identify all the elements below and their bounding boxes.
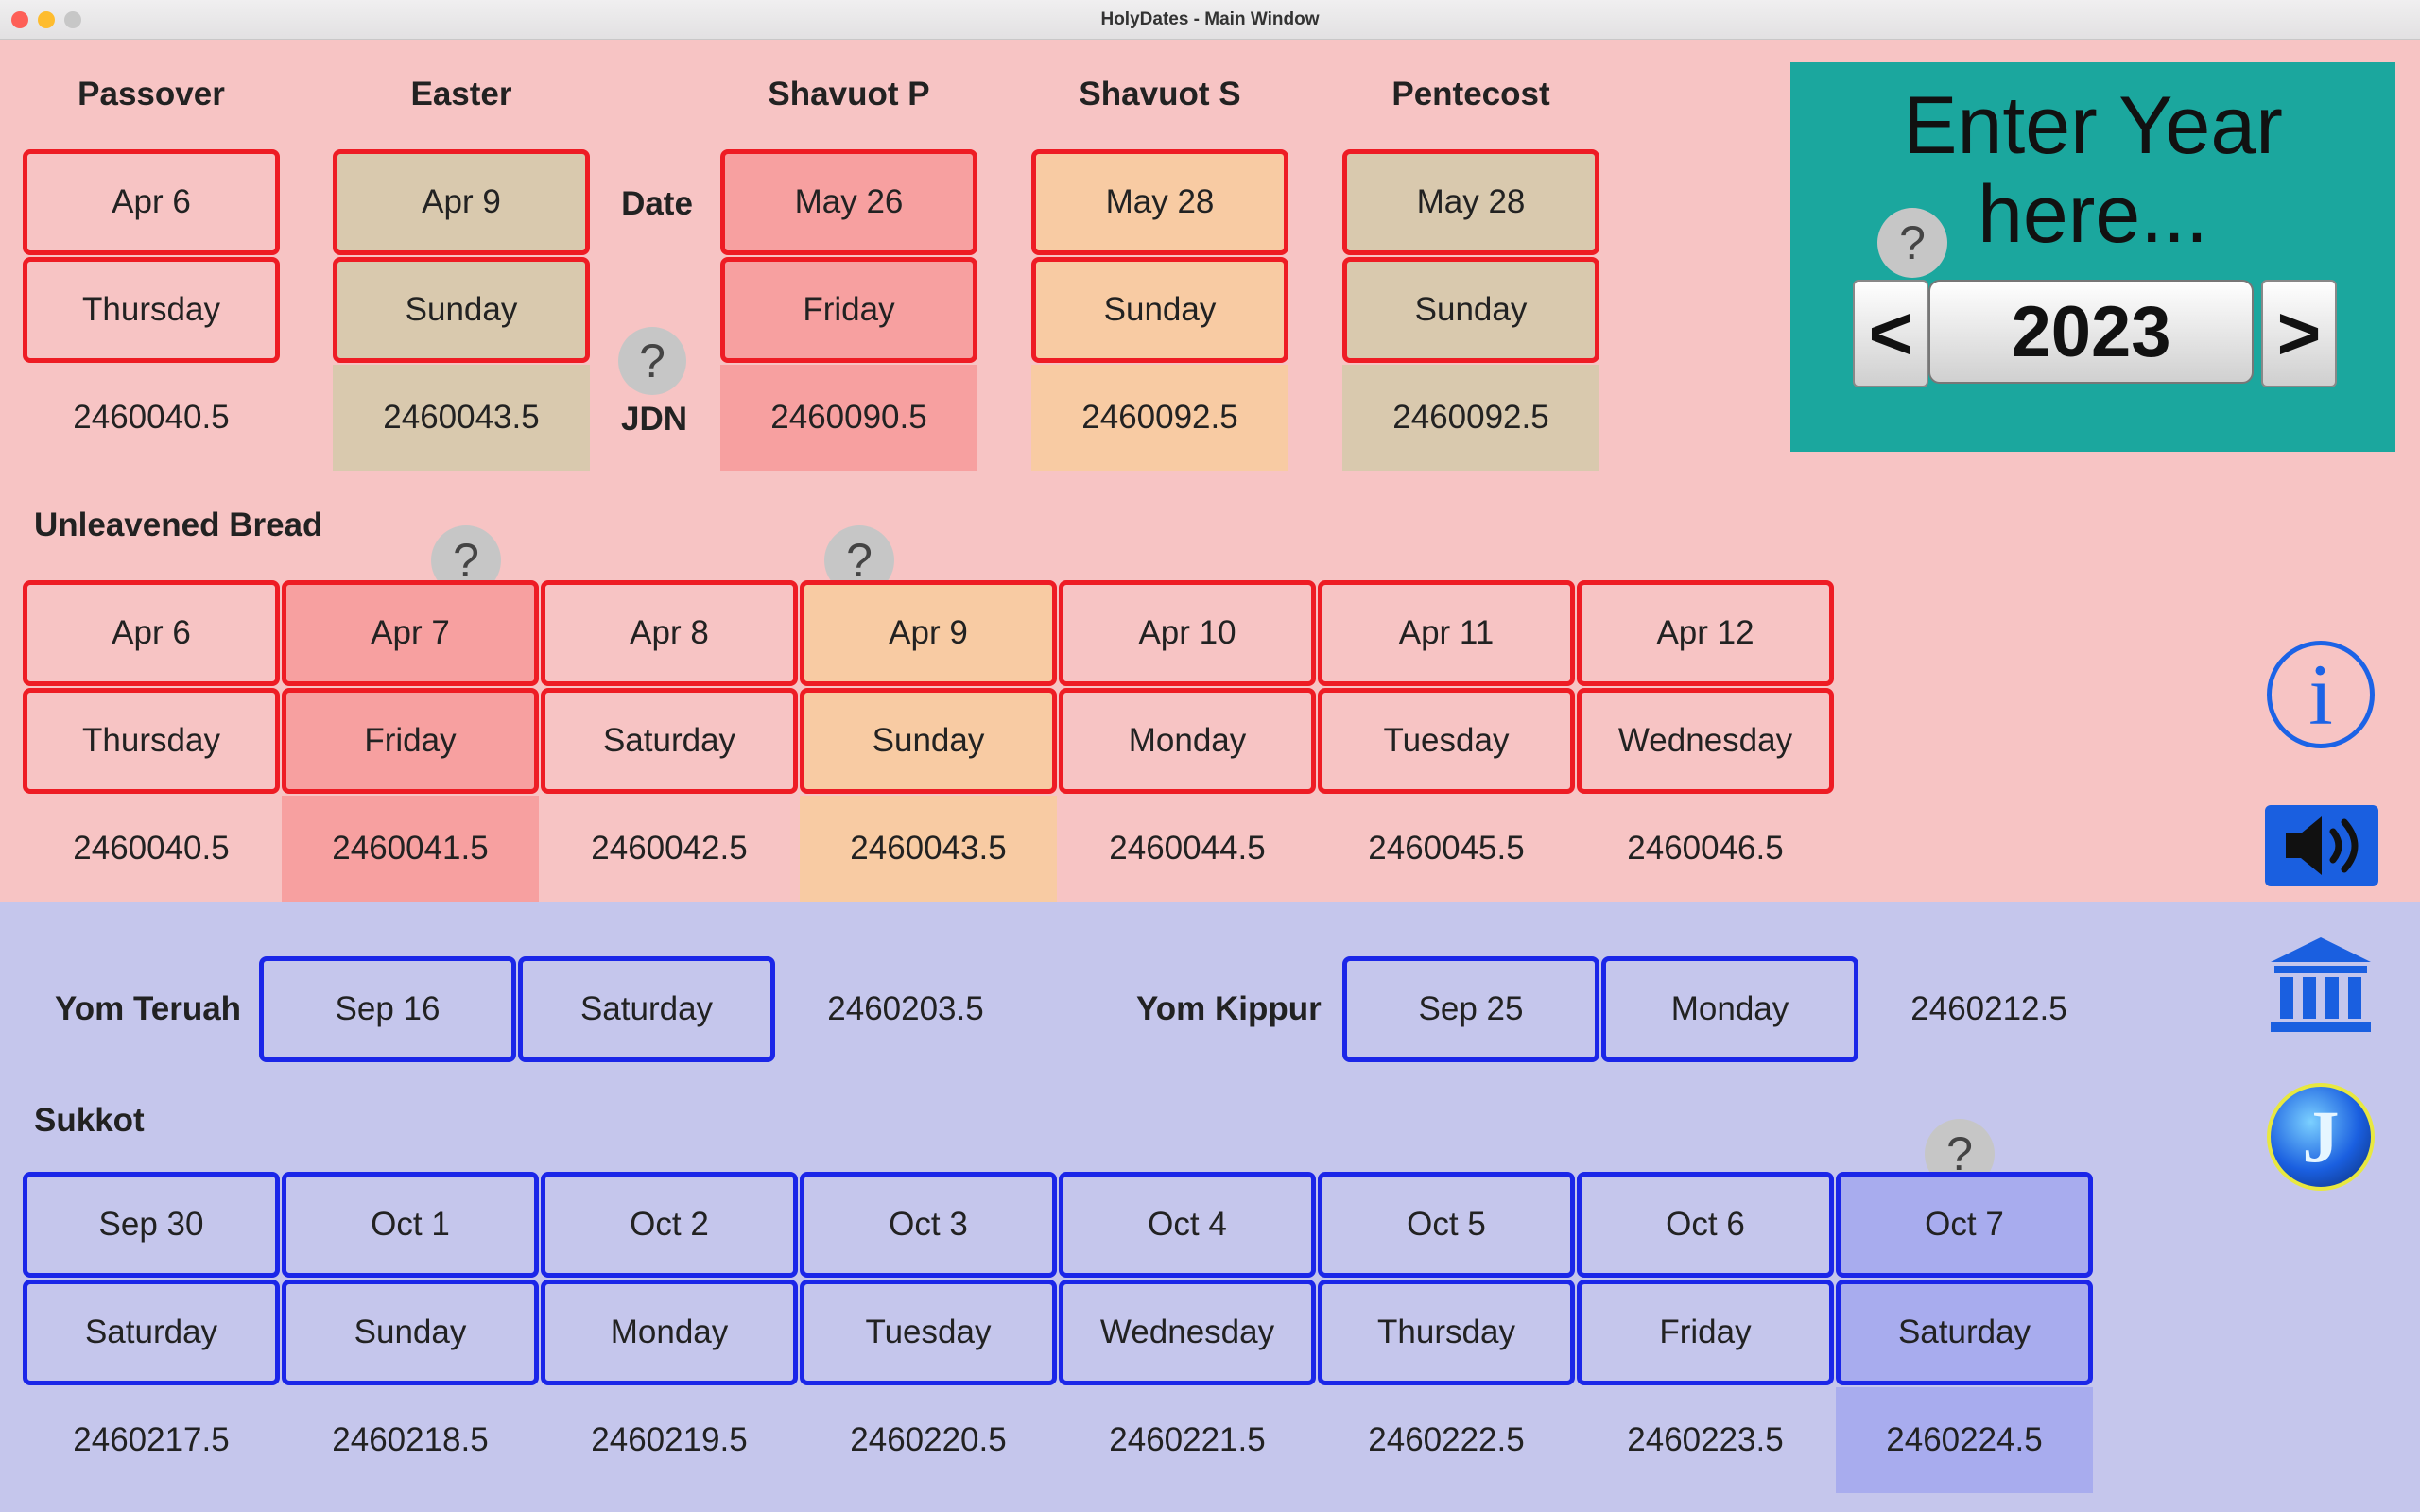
yom-teruah-date-button[interactable]: Sep 16 — [259, 956, 516, 1062]
unleavened-day1-jdn: 2460040.5 — [73, 830, 230, 867]
easter-day-button[interactable]: Sunday — [333, 257, 590, 363]
pentecost-header: Pentecost — [1392, 76, 1550, 112]
unleavened-day4-day-button[interactable]: Sunday — [800, 688, 1057, 794]
unleavened-day6-date-button[interactable]: Apr 11 — [1318, 580, 1575, 686]
jdn-help-button[interactable]: ? — [618, 327, 686, 395]
year-input[interactable] — [1928, 280, 2254, 384]
unleavened-day7-day-button[interactable]: Wednesday — [1577, 688, 1834, 794]
sukkot-day3-day-button[interactable]: Monday — [541, 1280, 798, 1385]
sukkot-day2-day-button[interactable]: Sunday — [282, 1280, 539, 1385]
unleavened-day5-date-button[interactable]: Apr 10 — [1059, 580, 1316, 686]
sukkot-day6-date-button[interactable]: Oct 5 — [1318, 1172, 1575, 1278]
yom-teruah-jdn: 2460203.5 — [827, 990, 984, 1027]
sukkot-day5-date-button[interactable]: Oct 4 — [1059, 1172, 1316, 1278]
unleavened-day6-day-button[interactable]: Tuesday — [1318, 688, 1575, 794]
jdn-row-label: JDN — [620, 401, 688, 438]
passover-header: Passover — [78, 76, 225, 112]
unleavened-day7-jdn: 2460046.5 — [1627, 830, 1784, 867]
unleavened-day4-jdn: 2460043.5 — [800, 796, 1057, 902]
unleavened-bread-title: Unleavened Bread — [34, 507, 323, 543]
yom-kippur-date-button[interactable]: Sep 25 — [1342, 956, 1599, 1062]
year-help-button[interactable]: ? — [1877, 208, 1947, 278]
sukkot-day8-day-button[interactable]: Saturday — [1836, 1280, 2093, 1385]
unleavened-day1-date-button[interactable]: Apr 6 — [23, 580, 280, 686]
shavuot-s-header: Shavuot S — [1079, 76, 1241, 112]
shavuot-s-jdn: 2460092.5 — [1031, 365, 1288, 471]
next-year-button[interactable]: > — [2261, 280, 2337, 387]
speaker-icon — [2286, 816, 2359, 875]
museum-icon — [2271, 937, 2371, 1032]
pentecost-jdn: 2460092.5 — [1342, 365, 1599, 471]
window-titlebar: HolyDates - Main Window — [0, 0, 2420, 40]
unleavened-day5-jdn: 2460044.5 — [1109, 830, 1266, 867]
unleavened-day5-day-button[interactable]: Monday — [1059, 688, 1316, 794]
unleavened-day7-date-button[interactable]: Apr 12 — [1577, 580, 1834, 686]
sukkot-day6-day-button[interactable]: Thursday — [1318, 1280, 1575, 1385]
sukkot-day7-date-button[interactable]: Oct 6 — [1577, 1172, 1834, 1278]
passover-jdn: 2460040.5 — [73, 399, 230, 436]
sukkot-day5-jdn: 2460221.5 — [1109, 1421, 1266, 1458]
sukkot-day7-jdn: 2460223.5 — [1627, 1421, 1784, 1458]
unleavened-day3-jdn: 2460042.5 — [591, 830, 748, 867]
unleavened-day4-date-button[interactable]: Apr 9 — [800, 580, 1057, 686]
pentecost-date-button[interactable]: May 28 — [1342, 149, 1599, 255]
unleavened-day2-jdn: 2460041.5 — [282, 796, 539, 902]
j-logo-icon[interactable]: J — [2267, 1083, 2375, 1191]
sukkot-day4-date-button[interactable]: Oct 3 — [800, 1172, 1057, 1278]
unleavened-day2-date-button[interactable]: Apr 7 — [282, 580, 539, 686]
unleavened-day3-day-button[interactable]: Saturday — [541, 688, 798, 794]
sukkot-day6-jdn: 2460222.5 — [1368, 1421, 1525, 1458]
yom-teruah-day-button[interactable]: Saturday — [518, 956, 775, 1062]
year-prompt-title: Enter Year here... — [1903, 80, 2283, 260]
sukkot-day4-day-button[interactable]: Tuesday — [800, 1280, 1057, 1385]
info-icon[interactable]: i — [2267, 641, 2375, 748]
close-window-button[interactable] — [11, 11, 28, 28]
date-row-label: Date — [621, 185, 693, 222]
sukkot-day3-date-button[interactable]: Oct 2 — [541, 1172, 798, 1278]
sukkot-day8-date-button[interactable]: Oct 7 — [1836, 1172, 2093, 1278]
sukkot-day1-date-button[interactable]: Sep 30 — [23, 1172, 280, 1278]
previous-year-button[interactable]: < — [1853, 280, 1928, 387]
shavuot-p-jdn: 2460090.5 — [720, 365, 977, 471]
sukkot-day3-jdn: 2460219.5 — [591, 1421, 748, 1458]
unleavened-day2-day-button[interactable]: Friday — [282, 688, 539, 794]
passover-date-button[interactable]: Apr 6 — [23, 149, 280, 255]
sound-button[interactable] — [2265, 805, 2378, 886]
easter-jdn: 2460043.5 — [333, 365, 590, 471]
sukkot-day2-jdn: 2460218.5 — [332, 1421, 489, 1458]
shavuot-p-day-button[interactable]: Friday — [720, 257, 977, 363]
unleavened-day1-day-button[interactable]: Thursday — [23, 688, 280, 794]
unleavened-day6-jdn: 2460045.5 — [1368, 830, 1525, 867]
sukkot-day1-day-button[interactable]: Saturday — [23, 1280, 280, 1385]
shavuot-s-day-button[interactable]: Sunday — [1031, 257, 1288, 363]
sukkot-day4-jdn: 2460220.5 — [850, 1421, 1007, 1458]
sukkot-day8-jdn: 2460224.5 — [1836, 1387, 2093, 1493]
sukkot-day1-jdn: 2460217.5 — [73, 1421, 230, 1458]
zoom-window-button[interactable] — [64, 11, 81, 28]
pentecost-day-button[interactable]: Sunday — [1342, 257, 1599, 363]
easter-header: Easter — [410, 76, 512, 112]
sukkot-day2-date-button[interactable]: Oct 1 — [282, 1172, 539, 1278]
minimize-window-button[interactable] — [38, 11, 55, 28]
sukkot-day7-day-button[interactable]: Friday — [1577, 1280, 1834, 1385]
sukkot-title: Sukkot — [34, 1102, 145, 1139]
easter-date-button[interactable]: Apr 9 — [333, 149, 590, 255]
yom-kippur-day-button[interactable]: Monday — [1601, 956, 1858, 1062]
yom-teruah-label: Yom Teruah — [55, 990, 242, 1027]
yom-kippur-label: Yom Kippur — [1136, 990, 1322, 1027]
year-entry-panel: Enter Year here... ? < > — [1790, 62, 2395, 452]
passover-day-button[interactable]: Thursday — [23, 257, 280, 363]
window-title: HolyDates - Main Window — [1100, 9, 1320, 29]
shavuot-p-date-button[interactable]: May 26 — [720, 149, 977, 255]
shavuot-p-header: Shavuot P — [768, 76, 930, 112]
yom-kippur-jdn: 2460212.5 — [1910, 990, 2067, 1027]
sukkot-day5-day-button[interactable]: Wednesday — [1059, 1280, 1316, 1385]
unleavened-day3-date-button[interactable]: Apr 8 — [541, 580, 798, 686]
museum-button[interactable] — [2265, 934, 2377, 1036]
shavuot-s-date-button[interactable]: May 28 — [1031, 149, 1288, 255]
